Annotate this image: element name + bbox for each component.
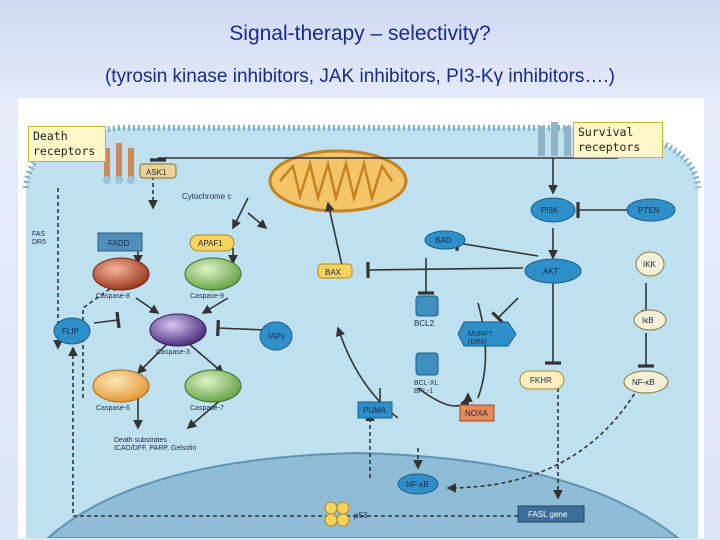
label-pi3k: PI3K — [541, 206, 559, 215]
label-nfkb-nucleus: NF-κB — [406, 480, 429, 489]
label-pten: PTEN — [638, 206, 660, 215]
label-noxa: NOXA — [465, 409, 488, 418]
label-cytochrome-c: Cytochrome c — [182, 192, 231, 201]
slide-subtitle: (tyrosin kinase inhibitors, JAK inhibito… — [104, 66, 616, 87]
label-bcl2: BCL2 — [414, 319, 435, 328]
mitochondrion — [268, 149, 408, 213]
label-iaps: IAPs — [268, 332, 285, 341]
label-caspase-3: Caspase-3 — [156, 349, 190, 356]
label-fkhr: FKHR — [530, 376, 552, 385]
label-caspase-6: Caspase-6 — [96, 405, 130, 412]
label-flip: FLIP — [62, 327, 79, 336]
death-receptor-icons — [103, 143, 135, 184]
label-puma: PUMA — [363, 406, 387, 415]
label-nfkb-right: NF-κB — [632, 378, 655, 387]
label-bax: BAX — [325, 268, 342, 277]
label-caspase-7: Caspase-7 — [190, 405, 224, 412]
label-caspase-9: Caspase-9 — [190, 293, 224, 300]
label-caspase-8: Caspase-8 — [96, 293, 130, 300]
label-p53: p53 — [354, 511, 368, 520]
label-fasl-gene: FASL gene — [528, 510, 568, 519]
label-ikk: IKK — [643, 260, 657, 269]
label-fadd: FADD — [108, 239, 130, 248]
survival-receptors-label: Survival receptors — [573, 122, 663, 158]
survival-receptor-icons — [538, 122, 571, 156]
death-receptors-label: Death receptors — [28, 126, 106, 162]
nodes — [53, 163, 676, 527]
label-mdm2: MURF?(DR6) — [468, 331, 492, 346]
label-bad: BAD — [435, 236, 452, 245]
label-apaf1: APAF1 — [198, 239, 223, 248]
label-ask1: ASK1 — [146, 168, 167, 177]
label-ikb: IκB — [642, 316, 654, 325]
label-akt: AKT — [543, 267, 559, 276]
cytoplasm — [26, 128, 698, 538]
slide-title: Signal-therapy – selectivity? — [229, 22, 491, 45]
